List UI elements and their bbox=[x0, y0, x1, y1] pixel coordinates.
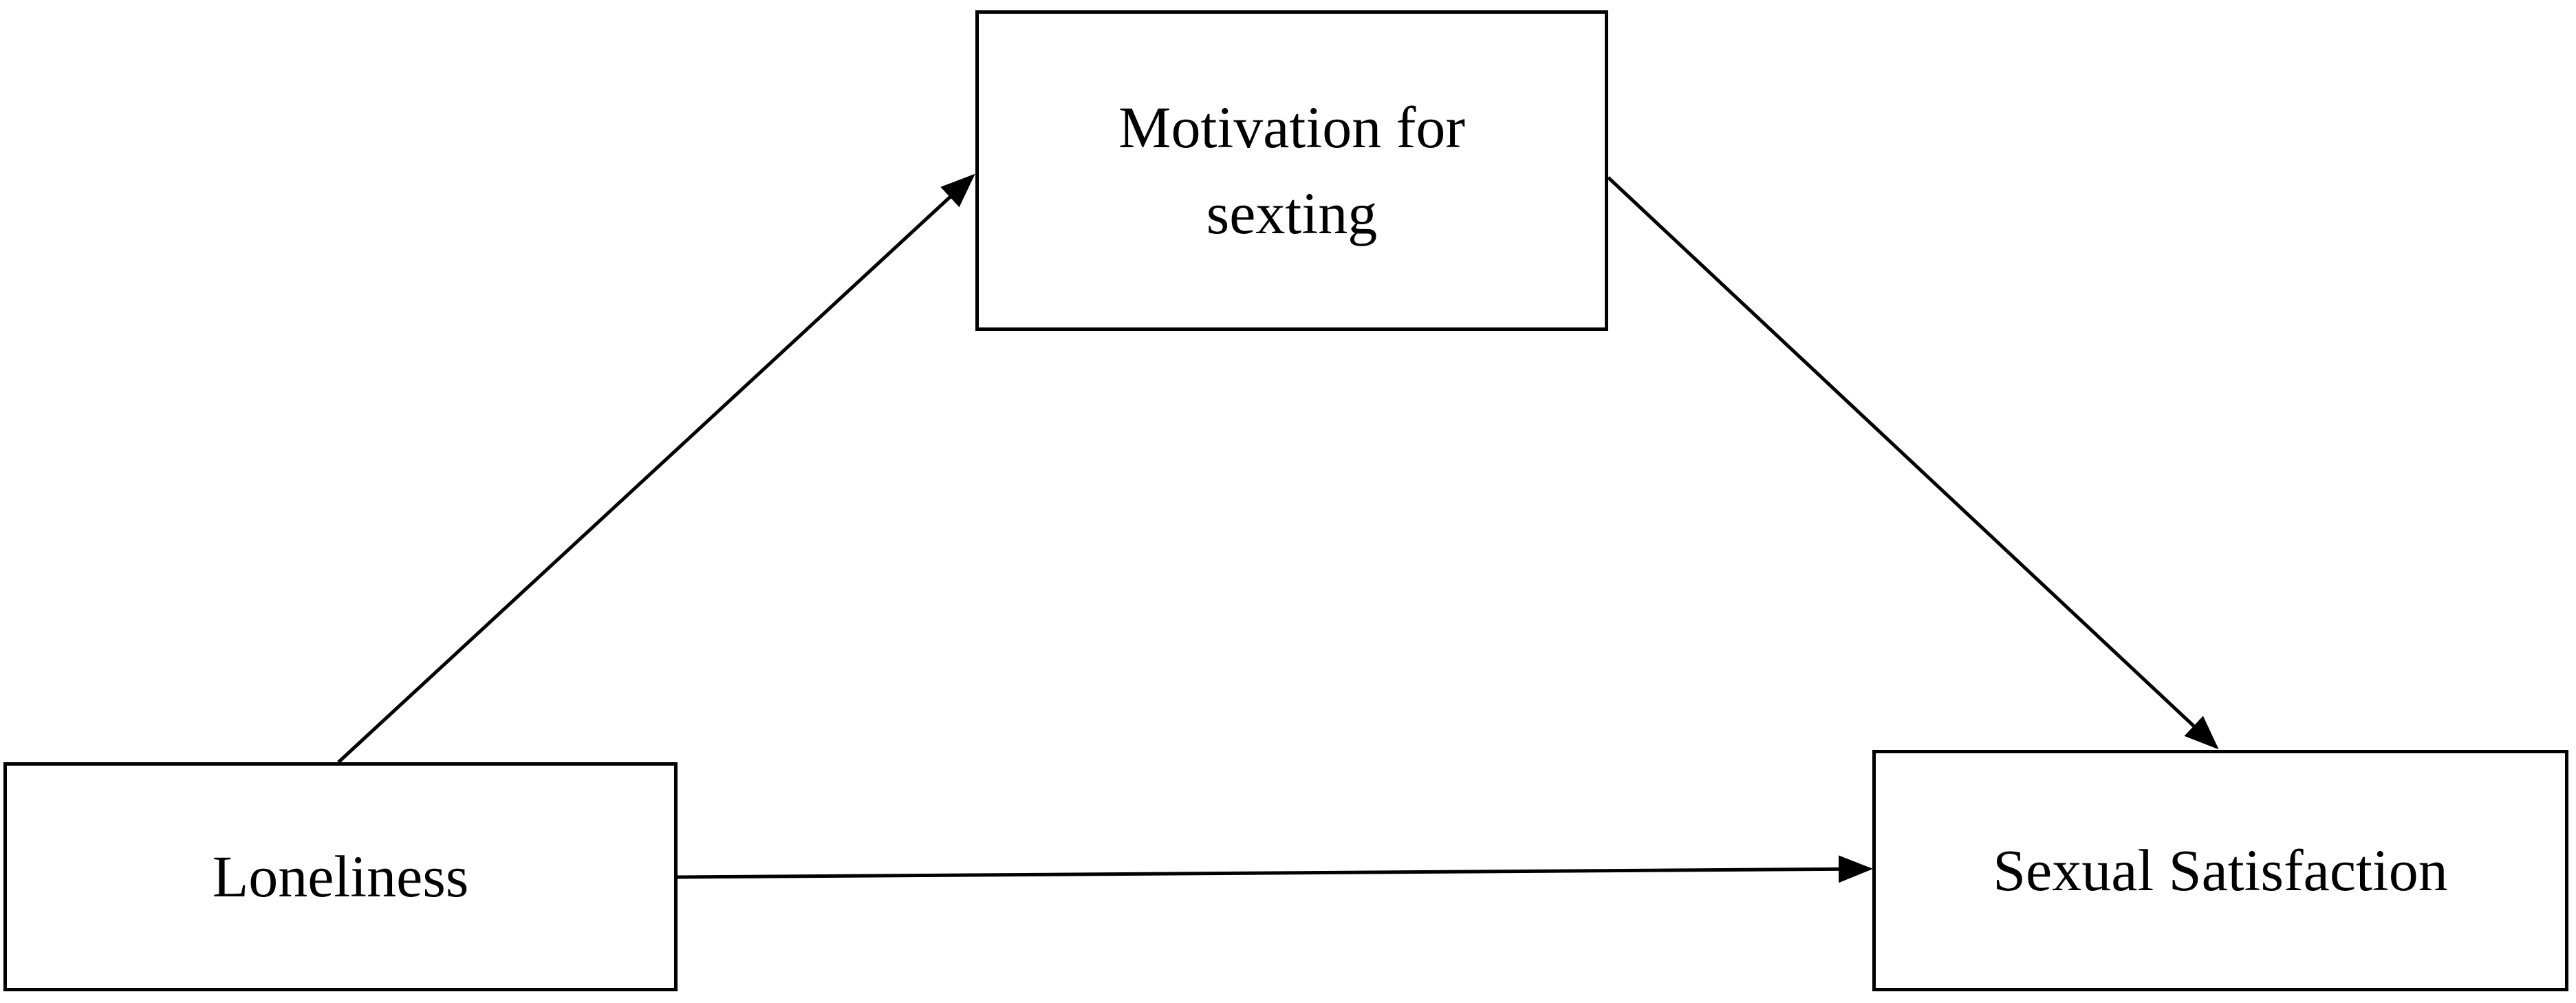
node-motivation-for-sexting: Motivation for sexting bbox=[975, 10, 1608, 331]
edge-motivation-to-satisfaction bbox=[1607, 176, 2219, 750]
node-loneliness: Loneliness bbox=[3, 762, 678, 991]
node-motivation-label: Motivation for sexting bbox=[1118, 85, 1465, 256]
node-motivation-label-line1: Motivation for bbox=[1118, 94, 1465, 161]
node-motivation-label-line2: sexting bbox=[1206, 180, 1378, 246]
node-loneliness-label: Loneliness bbox=[212, 843, 469, 910]
edge-loneliness-to-satisfaction bbox=[677, 855, 1873, 883]
node-sexual-satisfaction: Sexual Satisfaction bbox=[1872, 750, 2568, 991]
node-sexual-satisfaction-label: Sexual Satisfaction bbox=[1993, 837, 2448, 904]
edge-loneliness-to-motivation bbox=[337, 173, 975, 764]
